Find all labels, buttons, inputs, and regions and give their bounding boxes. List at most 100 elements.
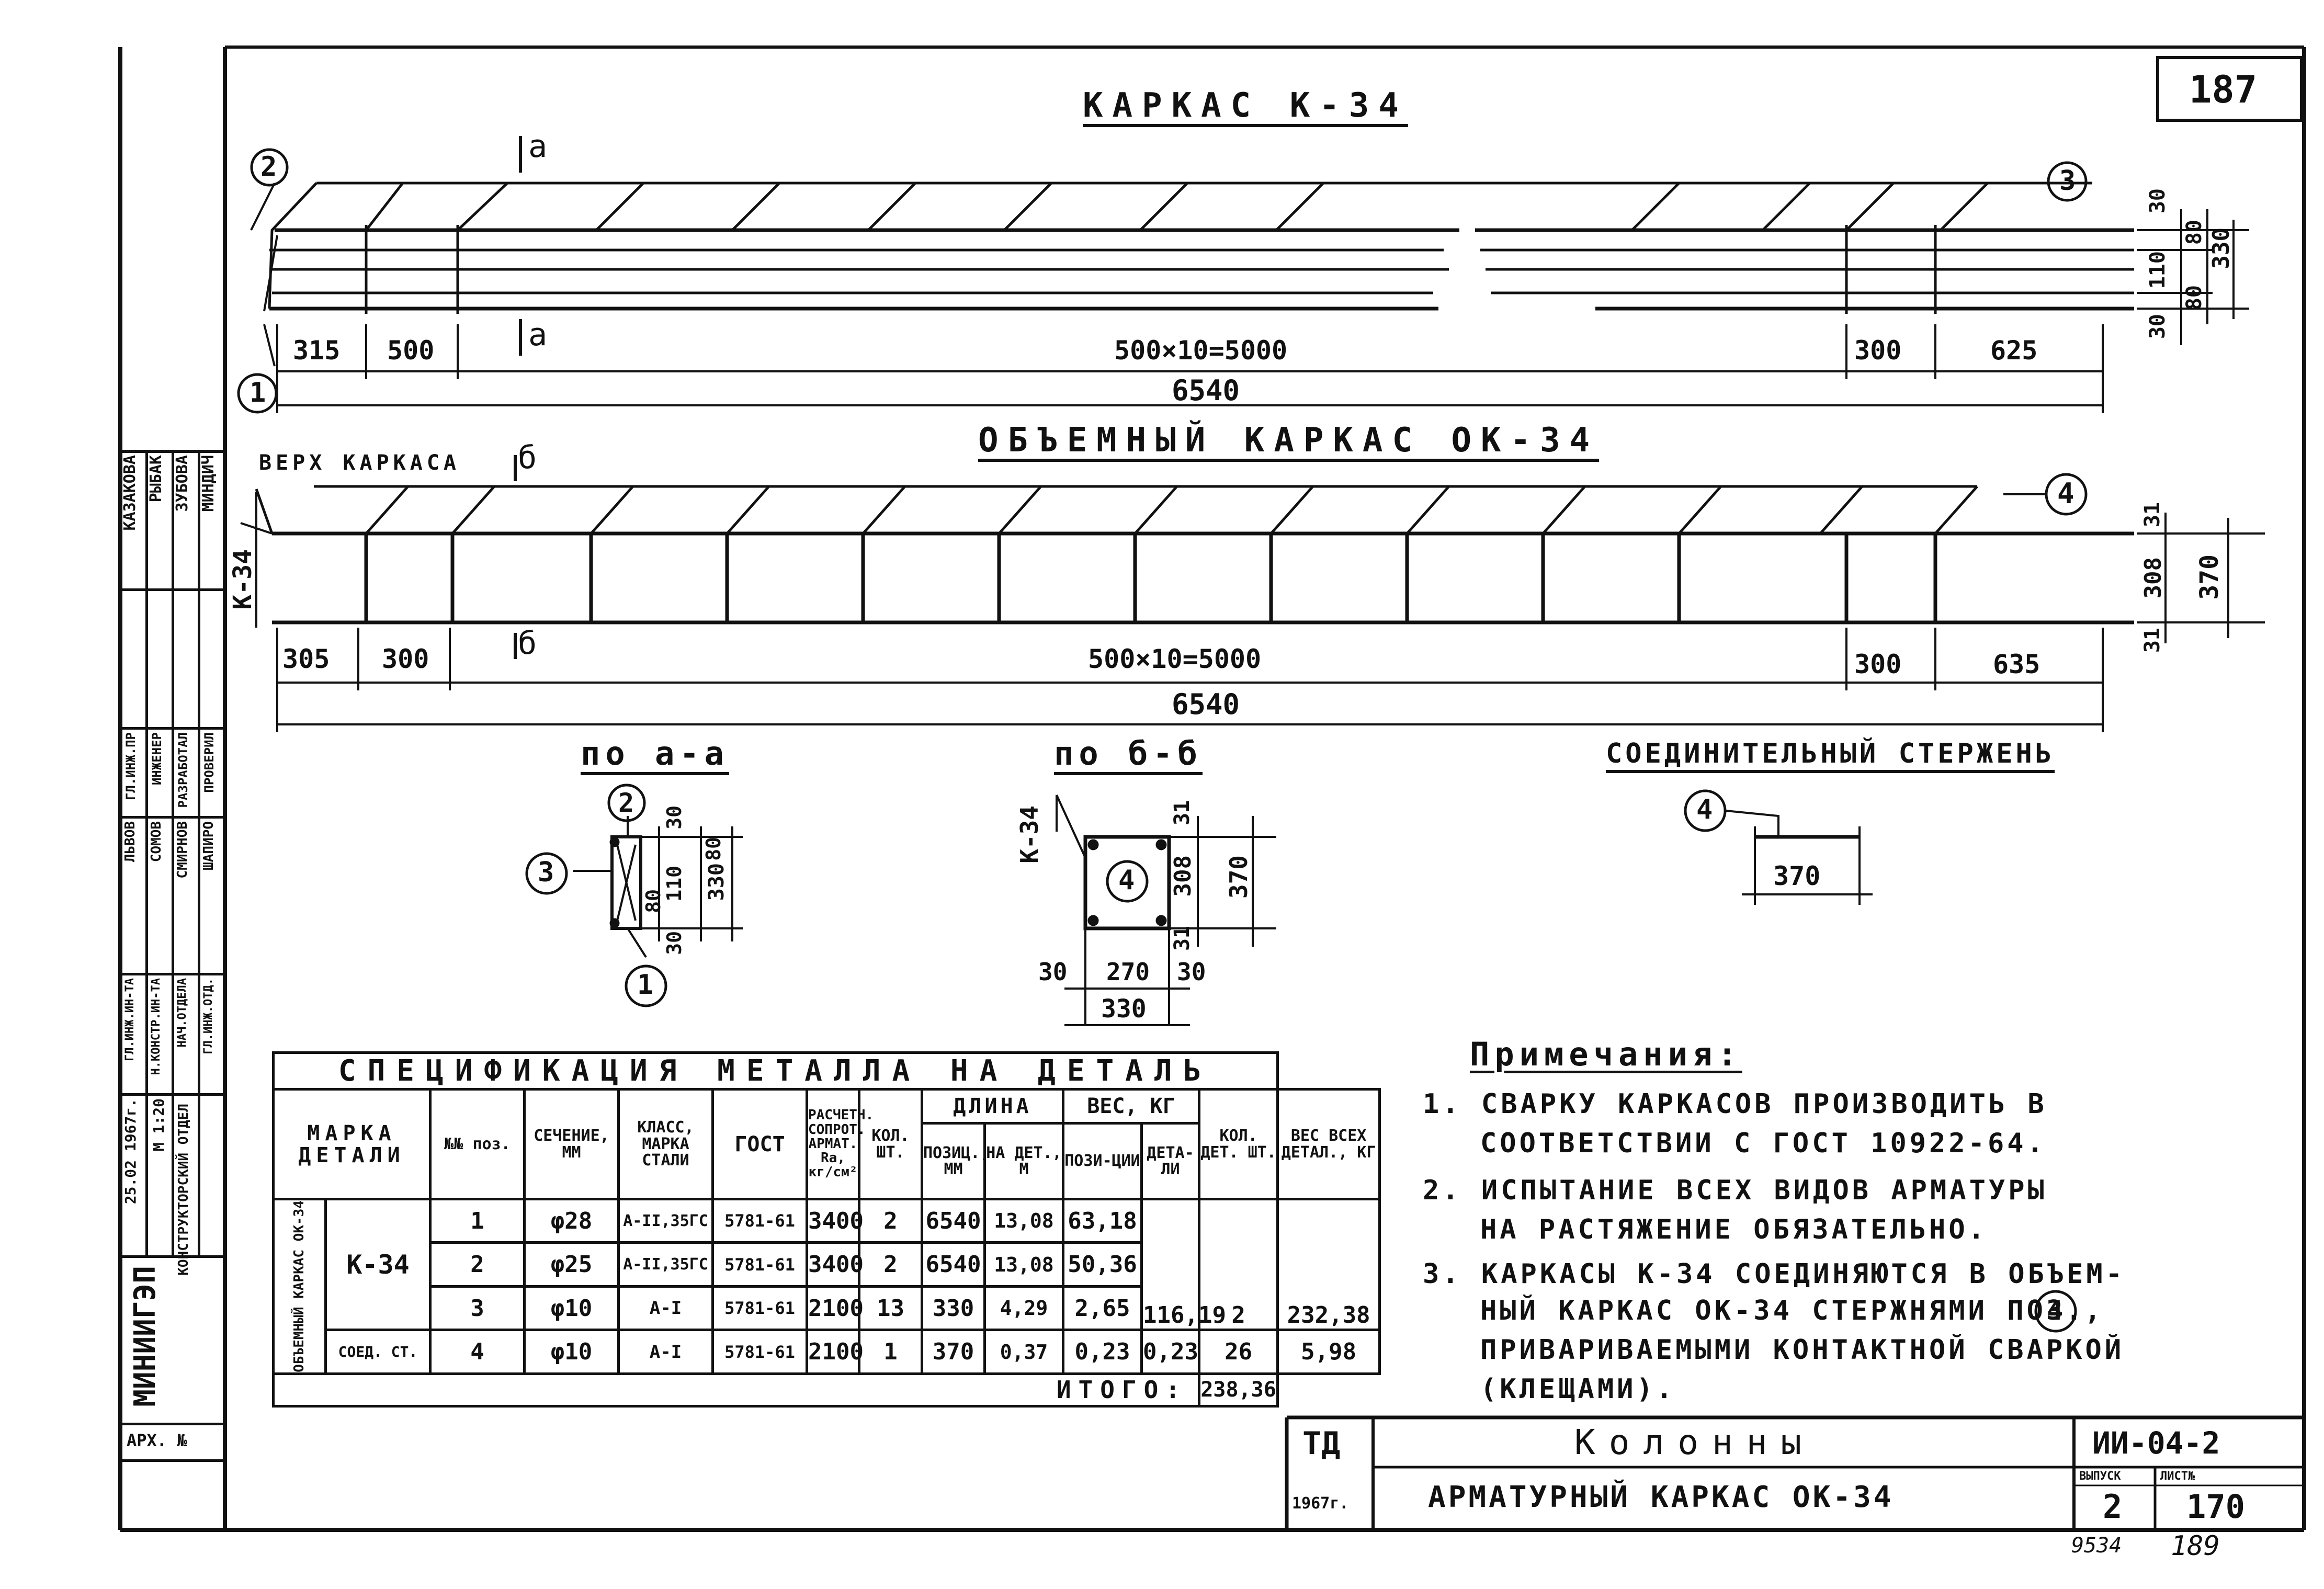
r1-qty: 2 [858, 1197, 923, 1244]
spec-table: СПЕЦИФИКАЦИЯ МЕТАЛЛА НА ДЕТАЛЬ МАРКА ДЕТ… [271, 1051, 1381, 1408]
r3-resist: 2100 [806, 1285, 864, 1332]
r2-qty: 2 [858, 1241, 923, 1288]
hdr-weight: ВЕС, КГ [1062, 1088, 1200, 1125]
r2-resist: 3400 [806, 1241, 864, 1288]
r3-len-det: 4,29 [983, 1285, 1064, 1332]
hdr-klass: КЛАСС, МАРКА СТАЛИ [617, 1088, 714, 1200]
connector-callout-4-circle [1684, 789, 1727, 832]
hdr-w-pos: ПОЗИ-ЦИИ [1062, 1122, 1143, 1200]
section-aa-title: по а-а [581, 734, 729, 773]
r3-gost: 5781-61 [711, 1285, 808, 1332]
soed-qty-det: 26 [1197, 1329, 1279, 1375]
hdr-gost: ГОСТ [711, 1088, 808, 1200]
stamp-name2-4: МИНДИЧ [199, 455, 218, 512]
callout-4-label: 4 [2057, 477, 2074, 510]
note-2-line-1: 2. ИСПЫТАНИЕ ВСЕХ ВИДОВ АРМАТУРЫ [1423, 1175, 2047, 1206]
stamp-role1-3: НАЧ.ОТДЕЛА [176, 978, 189, 1048]
callout-2-circle [250, 148, 289, 187]
dim-500x10: 500×10=5000 [1114, 335, 1288, 366]
stamp-sheet-ref: М 1:20 [150, 1098, 167, 1152]
sec-aa-callout-1-circle [625, 964, 667, 1007]
group-cell: ОБЪЕМНЫЙ КАРКАС ОК-34 [272, 1198, 327, 1375]
r4-gost: 5781-61 [711, 1329, 808, 1375]
r1-pos: 1 [429, 1197, 526, 1244]
sec-aa-callout-2-circle [607, 784, 646, 822]
callout-3-label: 3 [2059, 165, 2076, 197]
r2-klass: А-II,35ГС [617, 1241, 714, 1288]
r1-w-pos: 63,18 [1062, 1197, 1143, 1244]
dim-315: 315 [293, 335, 341, 366]
tb-td: ТД [1302, 1425, 1341, 1462]
stamp-name1-1: ЛЬВОВ [122, 821, 138, 862]
sec-aa-dim-30-top: 30 [663, 805, 686, 830]
stamp-name1-4: ШАПИРО [201, 821, 217, 870]
hdr-len-pos: ПОЗИЦ., ММ [921, 1122, 989, 1200]
stamp-date: 25.02 1967г. [122, 1098, 139, 1205]
callout-1-circle [237, 373, 278, 414]
note-3-line-4: (КЛЕЩАМИ). [1480, 1374, 1676, 1405]
sec-aa-dim-80-bottom: 80 [642, 889, 665, 913]
dim-625: 625 [1990, 335, 2038, 366]
ok34-side-label: К-34 [228, 549, 257, 610]
table-row: 3 φ10 А-I 5781-61 2100 13 330 4,29 2,65 [274, 1285, 1380, 1332]
r1-section: φ28 [523, 1197, 620, 1244]
r4-qty: 1 [858, 1329, 923, 1375]
page-number: 187 [2189, 67, 2258, 111]
total-value: 238,36 [1197, 1372, 1279, 1408]
dim2-300: 300 [382, 644, 429, 674]
dim-v-330: 330 [2208, 228, 2235, 269]
stamp-role2-4: ПРОВЕРИЛ [202, 732, 217, 793]
r2-section: φ25 [523, 1241, 620, 1288]
r3-len-pos: 330 [921, 1285, 986, 1332]
dim2-500x10: 500×10=5000 [1088, 644, 1262, 674]
frame-ok34-title: ОБЪЕМНЫЙ КАРКАС ОК-34 [978, 421, 1600, 460]
k34-cell: К-34 [324, 1197, 432, 1332]
hdr-w-det: ДЕТА-ЛИ [1140, 1122, 1200, 1200]
k34-w-all: 232,38 [1276, 1197, 1381, 1332]
hdr-qty: КОЛ. ШТ. [858, 1088, 923, 1200]
stamp-name2-3: ЗУБОВА [173, 455, 191, 512]
section-bb-title: по б-б [1054, 734, 1203, 773]
sec-aa-callout-2-label: 2 [618, 788, 634, 818]
stamp-role2-3: РАЗРАБОТАЛ [176, 732, 190, 808]
callout-2-label: 2 [260, 151, 277, 183]
hdr-pos: №№ поз. [429, 1088, 526, 1200]
connector-length: 370 [1773, 861, 1821, 891]
ok-stirrup-diagonals [365, 485, 1978, 535]
tb-vypusk: 2 [2103, 1488, 2123, 1526]
r3-klass: А-I [617, 1285, 714, 1332]
note-1-line-1: 1. СВАРКУ КАРКАСОВ ПРОИЗВОДИТЬ В [1423, 1088, 2047, 1120]
note-pos-4-circle [2034, 1290, 2077, 1333]
stamp-name2-2: РЫБАК [147, 455, 165, 503]
k34-w-det: 116,19 [1140, 1197, 1226, 1332]
connector-callout-4-label: 4 [1696, 794, 1713, 825]
hdr-marka: МАРКА ДЕТАЛИ [272, 1088, 432, 1200]
section-mark-a-top: а [528, 128, 548, 165]
tb-year: 1967г. [1292, 1494, 1349, 1513]
stirrup-diagonals [365, 182, 1989, 231]
stamp-name1-3: СМИРНОВ [175, 821, 190, 879]
section-aa-drawing [573, 816, 743, 958]
dim2-305: 305 [282, 644, 330, 674]
tb-list-label: ЛИСТ№ [2160, 1470, 2195, 1483]
r1-resist: 3400 [806, 1197, 864, 1244]
stamp-role1-2: Н.КОНСТР.ИН-ТА [150, 978, 163, 1075]
r3-qty: 13 [858, 1285, 923, 1332]
table-row: 2 φ25 А-II,35ГС 5781-61 3400 2 6540 13,0… [274, 1241, 1380, 1288]
stamp-role2-2: ИНЖЕНЕР [150, 732, 164, 786]
sec-aa-dim-110: 110 [663, 866, 686, 902]
r2-gost: 5781-61 [711, 1241, 808, 1288]
dim-v-80-bottom: 80 [2182, 285, 2206, 311]
tb-subtitle: АРМАТУРНЫЙ КАРКАС ОК-34 [1428, 1480, 1894, 1514]
sec-bb-callout-4-label: 4 [1118, 865, 1135, 896]
sec-bb-dim-370: 370 [1225, 855, 1253, 899]
sec-aa-callout-3-circle [525, 852, 568, 895]
r4-w-pos: 0,23 [1062, 1329, 1143, 1375]
callout-4-circle [2045, 473, 2088, 516]
sec-bb-side-label: К-34 [1015, 805, 1044, 864]
r4-klass: А-I [617, 1329, 714, 1375]
dim-overall-6540: 6540 [1172, 374, 1240, 407]
soed-cell: СОЕД. СТ. [324, 1329, 432, 1375]
note-1-line-2: СООТВЕТСТВИИ С ГОСТ 10922-64. [1480, 1128, 2046, 1159]
frame-k34-title: КАРКАС К-34 [1083, 86, 1408, 125]
